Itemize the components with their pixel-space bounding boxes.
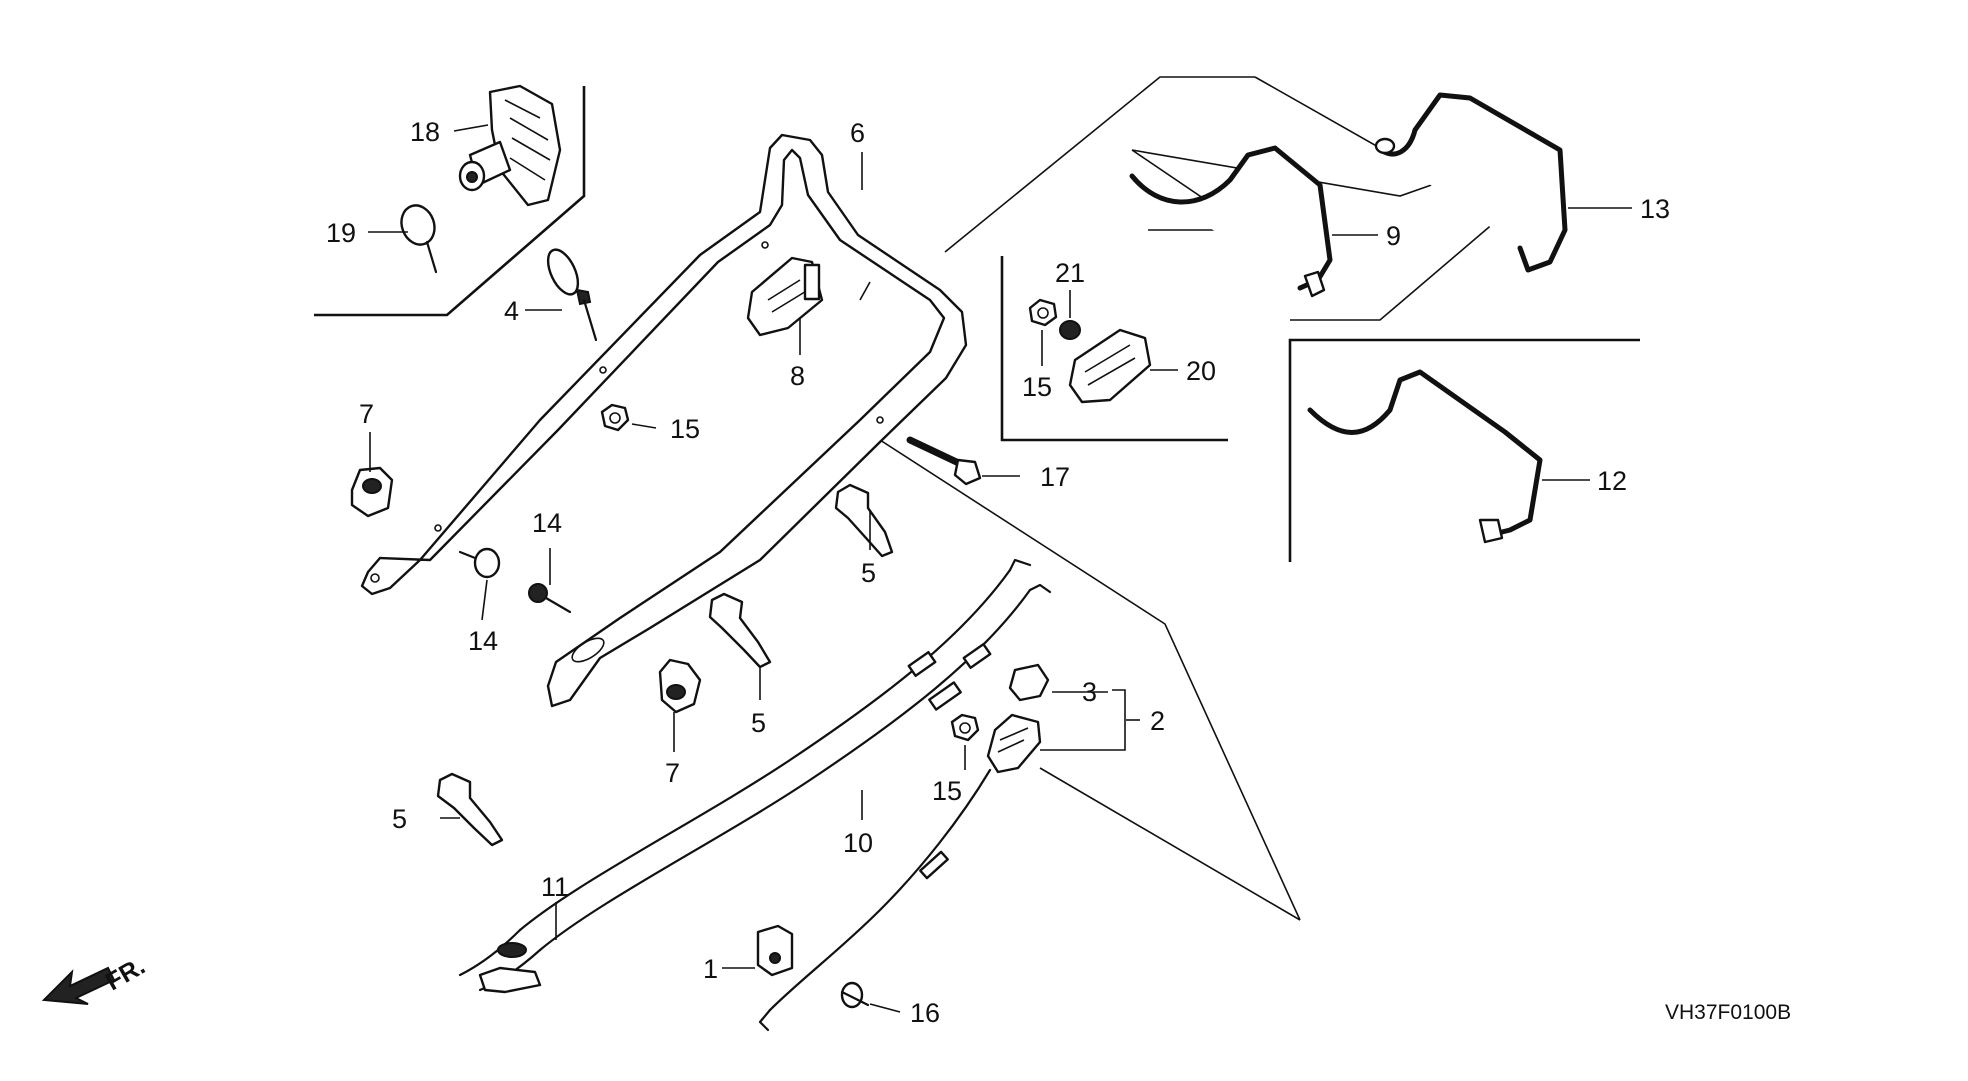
callout-17-label: 17 [1040, 462, 1070, 492]
front-direction-label: FR. [101, 952, 150, 996]
callout-16-label: 16 [910, 998, 940, 1028]
callout-13-label: 13 [1640, 194, 1670, 224]
upper-handle [360, 133, 968, 708]
flange-nut-15-upper [600, 403, 630, 432]
control-cables [458, 558, 1052, 994]
inset-frame-18-19 [314, 86, 586, 317]
callout-15-inset-label: 15 [1022, 372, 1052, 402]
leader-frame-lower [859, 281, 1301, 921]
bolt-14-b [528, 583, 572, 614]
handle-bracket [746, 256, 824, 337]
washer-21 [1059, 320, 1081, 340]
callout-15-upper-label: 15 [670, 414, 700, 444]
eye-bolt-19 [400, 204, 438, 274]
callout-7-upper-label: 7 [359, 399, 374, 429]
nut-15-inset [1028, 298, 1058, 327]
throttle-lever [758, 663, 1050, 1032]
callout-14-a-label: 14 [532, 508, 562, 538]
callout-14-b-label: 14 [468, 626, 498, 656]
flange-nut-15-lower [950, 713, 980, 742]
lever-housing-20 [1068, 328, 1152, 404]
bail-13 [1374, 92, 1568, 273]
eye-bolt-4 [546, 248, 598, 342]
screw-16 [840, 981, 870, 1009]
callout-7-lower-label: 7 [665, 758, 680, 788]
callout-19-label: 19 [326, 218, 356, 248]
callout-4-label: 4 [504, 296, 519, 326]
callout-10-label: 10 [843, 828, 873, 858]
callout-15-lower-label: 15 [932, 776, 962, 806]
front-direction-arrow-icon [41, 966, 116, 1005]
inset-frame-20-21 [1000, 256, 1228, 442]
cable-clip-5-a [834, 483, 894, 558]
bail-12 [1307, 369, 1543, 544]
callout-6-label: 6 [850, 118, 865, 148]
callout-2-label: 2 [1150, 706, 1165, 736]
handle-knob [458, 84, 562, 207]
callout-1-label: 1 [703, 954, 718, 984]
callout-18-label: 18 [410, 117, 440, 147]
callout-8-label: 8 [790, 361, 805, 391]
callout-12-label: 12 [1597, 466, 1627, 496]
bolt-17 [906, 436, 982, 486]
handle-clip-7-upper [350, 466, 394, 518]
handle-clip-7-lower [658, 658, 702, 714]
callout-20-label: 20 [1186, 356, 1216, 386]
callout-leaders [368, 124, 1632, 1013]
callout-5-c-label: 5 [392, 804, 407, 834]
callout-11-label: 11 [541, 872, 569, 902]
callout-3-label: 3 [1082, 677, 1097, 707]
callout-21-label: 21 [1055, 258, 1085, 288]
cable-clip-5-b [708, 592, 772, 669]
inset-frame-12 [1288, 338, 1640, 562]
callout-9-label: 9 [1386, 221, 1401, 251]
figure-code: VH37F0100B [1665, 1001, 1791, 1024]
bail-9 [1129, 145, 1333, 298]
callout-18: 21 [0, 0, 30, 6]
cable-clip-1 [756, 924, 794, 977]
callout-5-a-label: 5 [861, 558, 876, 588]
callout-5-b-label: 5 [751, 708, 766, 738]
cable-clip-5-c [436, 772, 504, 847]
carriage-bolt-14-a [458, 547, 501, 579]
